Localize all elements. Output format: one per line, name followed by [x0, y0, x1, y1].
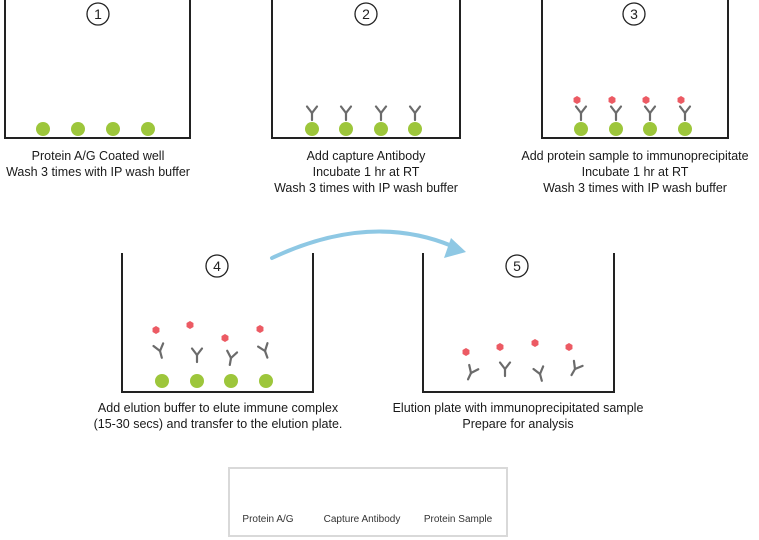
protein-ag-bead: [609, 122, 623, 136]
protein-ag-bead: [224, 374, 238, 388]
legend-label-protein-ag: Protein A/G: [242, 514, 294, 525]
capture-antibody: [609, 105, 623, 122]
well-1: [4, 0, 191, 139]
capture-antibody: [256, 342, 269, 359]
caption-line: Add capture Antibody: [306, 149, 426, 163]
protein-ag-bead: [71, 122, 85, 136]
protein-ag-bead: [155, 374, 169, 388]
step-3-caption: Add protein sample to immunoprecipitate …: [510, 148, 759, 196]
svg-text:1: 1: [94, 6, 102, 22]
svg-text:4: 4: [213, 258, 221, 274]
capture-antibody: [498, 361, 512, 378]
protein-sample: [573, 96, 581, 104]
protein-ag-bead: [190, 374, 204, 388]
protein-ag-bead: [643, 122, 657, 136]
step-number-3: 3: [622, 2, 646, 26]
protein-sample: [152, 326, 160, 334]
capture-antibody: [339, 105, 353, 122]
caption-line: Incubate 1 hr at RT: [312, 165, 420, 179]
caption-line: (15-30 secs) and transfer to the elution…: [93, 417, 343, 431]
protein-sample: [256, 325, 264, 333]
svg-text:2: 2: [362, 6, 370, 22]
caption-line: Add protein sample to immunoprecipitate: [521, 149, 749, 163]
capture-antibody: [152, 342, 165, 359]
protein-sample: [642, 96, 650, 104]
well-5: [422, 253, 615, 393]
capture-antibody: [643, 105, 657, 122]
well-4: [121, 253, 314, 393]
step-number-5: 5: [505, 254, 529, 278]
legend: [228, 467, 508, 537]
svg-text:3: 3: [630, 6, 638, 22]
capture-antibody: [532, 365, 545, 382]
caption-line: Wash 3 times with IP wash buffer: [274, 181, 458, 195]
protein-ag-bead: [678, 122, 692, 136]
transfer-arrow-icon: [270, 229, 466, 260]
caption-line: Wash 3 times with IP wash buffer: [6, 165, 190, 179]
caption-line: Wash 3 times with IP wash buffer: [543, 181, 727, 195]
capture-antibody: [374, 105, 388, 122]
caption-line: Protein A/G Coated well: [31, 149, 165, 163]
legend-label-capture-antibody: Capture Antibody: [323, 514, 401, 525]
capture-antibody: [190, 347, 204, 364]
caption-line: Elution plate with immunoprecipitated sa…: [392, 401, 644, 415]
protein-ag-bead: [259, 374, 273, 388]
caption-line: Incubate 1 hr at RT: [581, 165, 689, 179]
protein-ag-bead: [408, 122, 422, 136]
step-number-2: 2: [354, 2, 378, 26]
protein-ag-bead: [141, 122, 155, 136]
protein-sample: [608, 96, 616, 104]
step-1-caption: Protein A/G Coated well Wash 3 times wit…: [0, 148, 196, 180]
protein-ag-bead: [374, 122, 388, 136]
capture-antibody: [305, 105, 319, 122]
step-2-caption: Add capture Antibody Incubate 1 hr at RT…: [266, 148, 466, 196]
protein-sample: [221, 334, 229, 342]
protein-sample: [565, 343, 573, 351]
protein-sample: [531, 339, 539, 347]
protein-ag-bead: [36, 122, 50, 136]
protein-ag-bead: [106, 122, 120, 136]
capture-antibody: [570, 359, 584, 377]
capture-antibody: [466, 363, 480, 381]
step-4-caption: Add elution buffer to elute immune compl…: [72, 400, 364, 432]
capture-antibody: [408, 105, 422, 122]
step-number-1: 1: [86, 2, 110, 26]
well-3: [541, 0, 729, 139]
caption-line: Prepare for analysis: [462, 417, 574, 431]
protein-ag-bead: [339, 122, 353, 136]
capture-antibody: [574, 105, 588, 122]
protein-sample: [186, 321, 194, 329]
capture-antibody: [226, 349, 239, 366]
protein-ag-bead: [574, 122, 588, 136]
caption-line: Add elution buffer to elute immune compl…: [97, 401, 339, 415]
svg-text:5: 5: [513, 258, 521, 274]
capture-antibody: [678, 105, 692, 122]
protein-sample: [677, 96, 685, 104]
step-5-caption: Elution plate with immunoprecipitated sa…: [370, 400, 666, 432]
step-number-4: 4: [205, 254, 229, 278]
protein-ag-bead: [305, 122, 319, 136]
protein-sample: [496, 343, 504, 351]
legend-label-protein-sample: Protein Sample: [423, 514, 493, 525]
protein-sample: [462, 348, 470, 356]
well-2: [271, 0, 461, 139]
